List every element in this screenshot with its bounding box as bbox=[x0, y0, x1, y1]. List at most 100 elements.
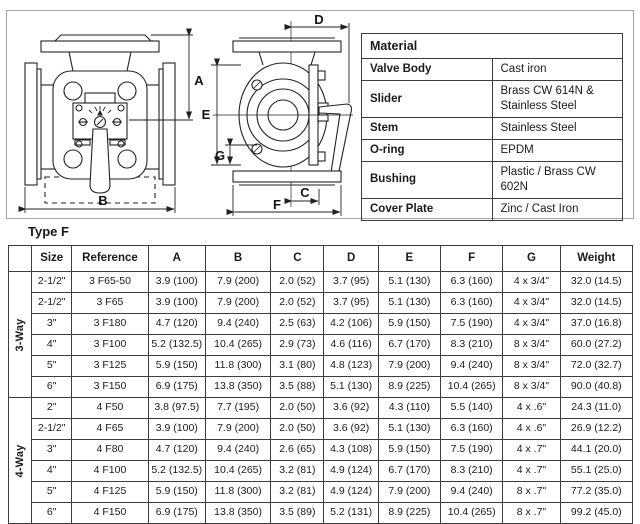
dim-e-cell: 5.1 (130) bbox=[377, 271, 442, 293]
dim-g-cell: 8 x .7" bbox=[502, 481, 561, 503]
size-cell: 3" bbox=[31, 439, 73, 461]
size-cell: 2" bbox=[31, 397, 73, 419]
material-value: Plastic / Brass CW 602N bbox=[491, 160, 623, 199]
dim-b-cell: 9.4 (240) bbox=[204, 313, 272, 335]
dim-e-cell: 5.9 (150) bbox=[377, 439, 442, 461]
dim-b-cell: 7.9 (200) bbox=[204, 418, 272, 440]
dim-a-cell: 5.9 (150) bbox=[147, 355, 206, 377]
dim-a-cell: 5.2 (132.5) bbox=[147, 460, 206, 482]
dim-b-cell: 11.8 (300) bbox=[204, 481, 272, 503]
weight-cell: 99.2 (45.0) bbox=[559, 502, 634, 524]
reference-cell: 3 F150 bbox=[71, 376, 149, 398]
weight-cell: 32.0 (14.5) bbox=[559, 271, 634, 293]
dim-b-cell: 7.9 (200) bbox=[204, 271, 272, 293]
size-cell: 5" bbox=[31, 481, 73, 503]
dim-d-cell: 4.8 (123) bbox=[323, 355, 379, 377]
material-label: O-ring bbox=[361, 139, 493, 162]
dim-b-cell: 13.8 (350) bbox=[204, 376, 272, 398]
dim-label-c: C bbox=[300, 185, 310, 200]
dim-c-cell: 3.2 (81) bbox=[270, 481, 325, 503]
material-value: Stainless Steel bbox=[491, 117, 623, 140]
dim-e-cell: 6.7 (170) bbox=[377, 460, 442, 482]
dim-a-cell: 3.9 (100) bbox=[147, 292, 206, 314]
dim-d-cell: 4.9 (124) bbox=[323, 481, 379, 503]
reference-cell: 3 F65-50 bbox=[71, 271, 149, 293]
dim-g-cell: 8 x 3/4" bbox=[502, 334, 561, 356]
dim-b-cell: 11.8 (300) bbox=[204, 355, 272, 377]
dim-c-cell: 2.0 (50) bbox=[270, 397, 325, 419]
dim-g-cell: 8 x 3/4" bbox=[502, 376, 561, 398]
dim-e-cell: 5.1 (130) bbox=[377, 292, 442, 314]
dim-d-cell: 5.2 (131) bbox=[323, 502, 379, 524]
dim-c-cell: 3.1 (80) bbox=[270, 355, 325, 377]
reference-cell: 4 F125 bbox=[71, 481, 149, 503]
dim-e-cell: 8.9 (225) bbox=[377, 376, 442, 398]
reference-cell: 3 F125 bbox=[71, 355, 149, 377]
dim-f-cell: 5.5 (140) bbox=[440, 397, 504, 419]
group-cell-4-way: 4-Way bbox=[7, 397, 33, 524]
dim-c-cell: 2.6 (65) bbox=[270, 439, 325, 461]
dim-c-cell: 2.0 (50) bbox=[270, 418, 325, 440]
type-f-title: Type F bbox=[28, 224, 69, 239]
dim-a-cell: 4.7 (120) bbox=[147, 439, 206, 461]
dim-e-cell: 7.9 (200) bbox=[377, 481, 442, 503]
size-cell: 4" bbox=[31, 460, 73, 482]
dim-e-cell: 4.3 (110) bbox=[377, 397, 442, 419]
size-cell: 2-1/2" bbox=[31, 292, 73, 314]
dim-a-cell: 3.8 (97.5) bbox=[147, 397, 206, 419]
dim-f-cell: 10.4 (265) bbox=[440, 502, 504, 524]
dim-d-cell: 4.2 (106) bbox=[323, 313, 379, 335]
dim-b-cell: 9.4 (240) bbox=[204, 439, 272, 461]
weight-cell: 26.9 (12.2) bbox=[559, 418, 634, 440]
weight-cell: 60.0 (27.2) bbox=[559, 334, 634, 356]
dim-f-cell: 6.3 (160) bbox=[440, 418, 504, 440]
dim-e-cell: 5.1 (130) bbox=[377, 418, 442, 440]
column-header-size: Size bbox=[31, 245, 73, 272]
dim-f-cell: 6.3 (160) bbox=[440, 292, 504, 314]
weight-cell: 55.1 (25.0) bbox=[559, 460, 634, 482]
group-header-cell bbox=[7, 245, 33, 272]
dim-a-cell: 3.9 (100) bbox=[147, 418, 206, 440]
column-header-weight: Weight bbox=[559, 245, 634, 272]
dim-d-cell: 3.7 (95) bbox=[323, 271, 379, 293]
dim-d-cell: 3.7 (95) bbox=[323, 292, 379, 314]
size-cell: 6" bbox=[31, 502, 73, 524]
reference-cell: 3 F100 bbox=[71, 334, 149, 356]
dim-f-cell: 7.5 (190) bbox=[440, 439, 504, 461]
group-label: 4-Way bbox=[14, 444, 26, 477]
group-label: 3-Way bbox=[14, 318, 26, 351]
dim-e-cell: 5.9 (150) bbox=[377, 313, 442, 335]
reference-cell: 4 F100 bbox=[71, 460, 149, 482]
dim-label-g: G bbox=[215, 148, 225, 163]
dim-g-cell: 8 x 3/4" bbox=[502, 355, 561, 377]
dim-b-cell: 10.4 (265) bbox=[204, 334, 272, 356]
column-header-reference: Reference bbox=[71, 245, 149, 272]
valve-front-view-drawing: A B bbox=[18, 28, 204, 213]
dim-label-b: B bbox=[98, 193, 107, 208]
reference-cell: 4 F80 bbox=[71, 439, 149, 461]
dim-d-cell: 4.9 (124) bbox=[323, 460, 379, 482]
material-label: Bushing bbox=[361, 160, 493, 199]
weight-cell: 90.0 (40.8) bbox=[559, 376, 634, 398]
valve-side-view-drawing: D E G C bbox=[202, 15, 353, 216]
weight-cell: 32.0 (14.5) bbox=[559, 292, 634, 314]
dim-f-cell: 8.3 (210) bbox=[440, 334, 504, 356]
material-label: Slider bbox=[361, 80, 493, 119]
column-header-e: E bbox=[377, 245, 442, 272]
material-label: Cover Plate bbox=[361, 197, 493, 221]
column-header-a: A bbox=[147, 245, 206, 272]
dim-c-cell: 3.5 (88) bbox=[270, 376, 325, 398]
dim-g-cell: 4 x 3/4" bbox=[502, 292, 561, 314]
dim-a-cell: 5.2 (132.5) bbox=[147, 334, 206, 356]
